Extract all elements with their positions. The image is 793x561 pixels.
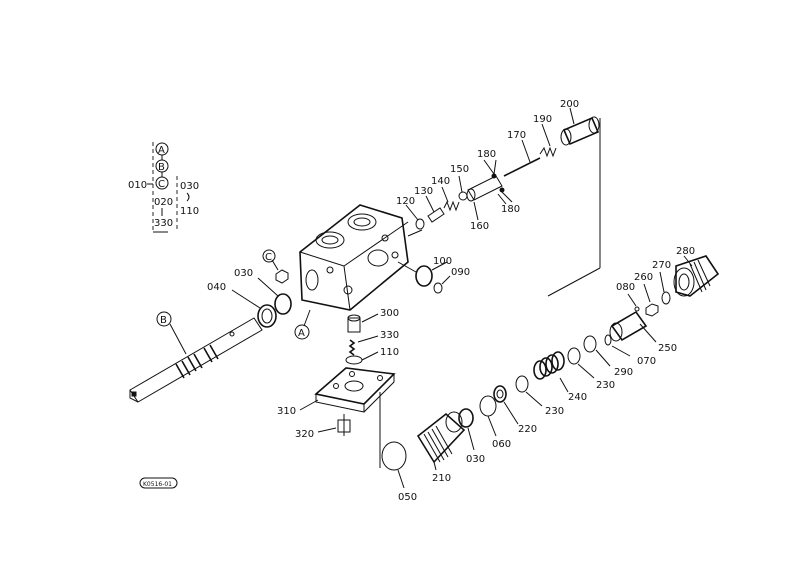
- part-label-300: 300: [380, 308, 399, 319]
- part-label-220: 220: [518, 424, 537, 435]
- legend-sub-code-030: 030: [180, 181, 199, 192]
- nut-c: [275, 269, 289, 284]
- assembly-legend: A B C 010 020 330 030 110: [128, 142, 199, 233]
- body-seals: [397, 261, 451, 294]
- spool-parts-upper: [405, 107, 600, 230]
- part-label-070: 070: [637, 356, 656, 367]
- legend-letter-a: A: [158, 145, 165, 156]
- legend-main-code: 010: [128, 180, 147, 191]
- lower-body-parts: [299, 313, 396, 436]
- part-label-320: 320: [295, 429, 314, 440]
- part-label-210: 210: [432, 473, 451, 484]
- part-label-040: 040: [207, 282, 226, 293]
- legend-letter-c: C: [158, 179, 165, 190]
- drawing-code-stamp: K0516-01: [139, 477, 178, 489]
- part-labels: 200 190 170 180 180 150 140 130 120 160 …: [207, 99, 695, 503]
- legend-sub-code-020: 020: [154, 197, 173, 208]
- part-label-230-lower: 230: [545, 406, 564, 417]
- spool-shaft: B: [129, 311, 263, 403]
- legend-sub-code-330: 330: [154, 218, 173, 229]
- part-label-170: 170: [507, 130, 526, 141]
- shaft-end-parts: C: [231, 249, 292, 328]
- part-label-200: 200: [560, 99, 579, 110]
- part-label-160: 160: [470, 221, 489, 232]
- part-label-120: 120: [396, 196, 415, 207]
- part-label-180-top: 180: [477, 149, 496, 160]
- part-label-280: 280: [676, 246, 695, 257]
- body-callout: A: [294, 309, 311, 340]
- part-label-250: 250: [658, 343, 677, 354]
- part-label-100: 100: [433, 256, 452, 267]
- part-label-290: 290: [614, 367, 633, 378]
- part-label-090: 090: [451, 267, 470, 278]
- part-label-260: 260: [634, 272, 653, 283]
- valve-body: [299, 204, 423, 311]
- legend-letter-b: B: [158, 162, 165, 173]
- part-label-030-upper: 030: [234, 268, 253, 279]
- part-label-140: 140: [431, 176, 450, 187]
- part-label-150: 150: [450, 164, 469, 175]
- part-label-180-bottom: 180: [501, 204, 520, 215]
- drawing-code: K0516-01: [143, 481, 172, 488]
- assembly-leader: [379, 118, 601, 468]
- relief-valve-assembly: [381, 255, 720, 489]
- part-label-310: 310: [277, 406, 296, 417]
- part-label-080: 080: [616, 282, 635, 293]
- part-label-230-upper: 230: [596, 380, 615, 391]
- callout-b: B: [160, 315, 167, 326]
- part-label-110: 110: [380, 347, 399, 358]
- part-label-060: 060: [492, 439, 511, 450]
- part-label-270: 270: [652, 260, 671, 271]
- callout-a: A: [298, 328, 305, 339]
- part-label-240: 240: [568, 392, 587, 403]
- part-label-130: 130: [414, 186, 433, 197]
- callout-c: C: [265, 252, 272, 263]
- part-label-030-lower: 030: [466, 454, 485, 465]
- part-label-050: 050: [398, 492, 417, 503]
- legend-sub-code-110: 110: [180, 206, 199, 217]
- part-label-190: 190: [533, 114, 552, 125]
- part-label-330: 330: [380, 330, 399, 341]
